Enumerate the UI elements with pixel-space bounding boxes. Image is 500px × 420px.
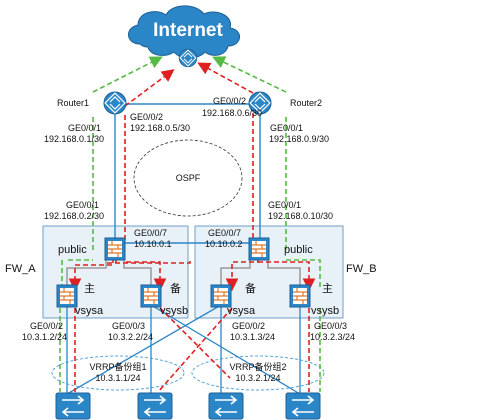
fw-a-name: FW_A (5, 263, 36, 275)
fw-b-vsysb-firewall-icon (289, 284, 311, 308)
fw-b-public-firewall-icon (248, 237, 270, 261)
fw-b-public-label: public (284, 244, 313, 256)
fw-a-uplink-ip: 192.168.0.2/30 (44, 211, 104, 221)
fw-a-vsysa-firewall-icon (56, 284, 78, 308)
fw-b-link-ip: 10.10.0.2 (205, 239, 243, 249)
router2-name: Router2 (290, 98, 322, 108)
fw-a-vsysa-name: vsysa (75, 305, 104, 317)
fw-a-public-firewall-icon (104, 237, 126, 261)
fw-a-uplink-port: GE0/0/1 (66, 200, 99, 210)
fw-b-vsysb-name: vsysb (311, 305, 339, 317)
fw-b-name: FW_B (346, 263, 377, 275)
switch-2-icon (137, 392, 173, 420)
r1-ge001-ip: 192.168.0.1/30 (44, 134, 104, 144)
fw-a-ge003-ip: 10.3.2.2/24 (108, 332, 153, 342)
vrrp-group-1-vip: 10.3.1.1/24 (95, 373, 140, 383)
vrrp-group-1-area (51, 355, 185, 391)
fw-b-vsysa-name: vsysa (227, 305, 256, 317)
fw-b-vsysa-firewall-icon (210, 284, 232, 308)
fw-a-vsysb-role: 备 (170, 281, 181, 295)
fw-a-link-port: GE0/0/7 (134, 228, 167, 238)
ospf-area (133, 139, 243, 217)
fw-b-ge003-port: GE0/0/3 (314, 321, 347, 331)
fw-a-vsysb-firewall-icon (140, 284, 162, 308)
switch-3-icon (208, 392, 244, 420)
r2-ge002-port: GE0/0/2 (213, 96, 246, 106)
r1-ge001-port: GE0/0/1 (68, 123, 101, 133)
internet-cloud-icon: Internet (128, 5, 240, 68)
fw-a-ge002-ip: 10.3.1.2/24 (22, 332, 67, 342)
active-traffic-path (68, 62, 316, 393)
fw-a-public-label: public (58, 244, 87, 256)
fw-b-ge002-ip: 10.3.1.3/24 (230, 332, 275, 342)
fw-b-uplink-ip: 192.168.0.10/30 (268, 211, 333, 221)
internet-label: Internet (153, 20, 223, 41)
fw-b-vsysa-role: 备 (245, 281, 256, 295)
r2-ge002-ip: 192.168.0.6/30 (202, 108, 262, 118)
switch-1-icon (55, 392, 91, 420)
fw-a-ge002-port: GE0/0/2 (30, 321, 63, 331)
fw-a-vsysa-role: 主 (84, 282, 95, 295)
r2-ge001-ip: 192.168.0.9/30 (269, 134, 329, 144)
fw-a-ge003-port: GE0/0/3 (112, 321, 145, 331)
vrrp-group-1-name: VRRP备份组1 (89, 361, 146, 372)
fw-a-link-ip: 10.10.0.1 (134, 239, 172, 249)
fw-b-uplink-port: GE0/0/1 (268, 200, 301, 210)
fw-a-vsysb-name: vsysb (160, 305, 188, 317)
fw-b-ge002-port: GE0/0/2 (232, 321, 265, 331)
fw-b-link-port: GE0/0/7 (208, 228, 241, 238)
router1-name: Router1 (57, 98, 89, 108)
vrrp-group-2-area (191, 355, 325, 391)
r1-ge002-ip: 192.168.0.5/30 (130, 123, 190, 133)
physical-links (114, 103, 261, 244)
backup-traffic-path (59, 56, 321, 392)
downlinks (66, 304, 301, 395)
r1-ge002-port: GE0/0/2 (130, 112, 163, 122)
switch-4-icon (285, 392, 321, 420)
fw-b-ge003-ip: 10.3.2.3/24 (310, 332, 355, 342)
r2-ge001-port: GE0/0/1 (270, 123, 303, 133)
vrrp-group-2-vip: 10.3.2.1/24 (235, 373, 280, 383)
ospf-label: OSPF (176, 173, 201, 183)
router1-icon (103, 91, 127, 115)
vrrp-group-2-name: VRRP备份组2 (229, 361, 286, 372)
fw-b-vsysb-role: 主 (322, 282, 333, 295)
